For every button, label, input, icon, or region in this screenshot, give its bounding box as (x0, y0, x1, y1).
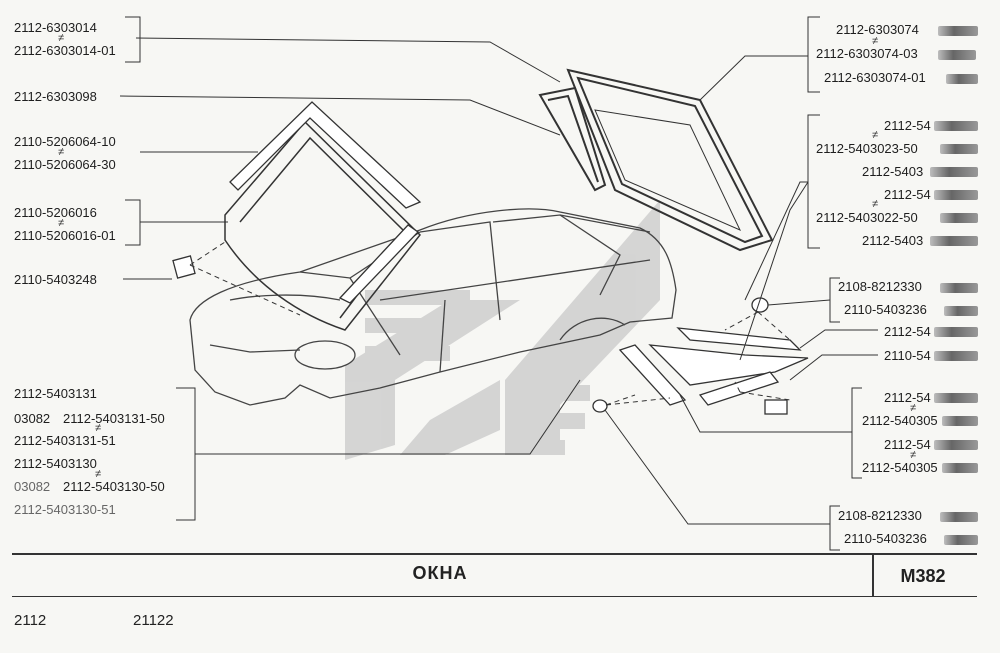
group-label-row-2-prefix: 03082 (14, 411, 51, 426)
model-label-1: 2112 (14, 612, 47, 629)
not-equal-mark: ≠ (58, 217, 65, 229)
group-label-row-5: 2112-5403130-50 (63, 479, 165, 494)
windshield-label-2: 2110-5206016-01 (14, 228, 116, 243)
group-label-row-2: 2112-5403131-50 (63, 411, 165, 426)
not-equal-mark: ≠ (910, 402, 917, 414)
obscured-text (938, 50, 976, 60)
rear-window-label-1: 2112-6303074 (836, 22, 919, 37)
page-title: ОКНА (412, 563, 468, 583)
clip-label: 2110-5403248 (14, 272, 97, 287)
obscured-text (930, 236, 978, 246)
obscured-text (944, 306, 978, 316)
obscured-text (940, 283, 978, 293)
group-a-label-5: 2112-5403022-50 (816, 210, 918, 225)
side-part-label-1: 2112-54 (884, 324, 931, 339)
rear-glass-seal-label-1: 2112-6303014 (14, 20, 97, 35)
group-b-label-4: 2112-540305 (862, 460, 938, 475)
footer-bottom-rule (12, 596, 977, 597)
page-code: M382 (900, 566, 946, 586)
parts-diagram (119, 16, 878, 551)
group-a-label-4: 2112-54 (884, 187, 931, 202)
rear-window-label-2: 2112-6303074-03 (816, 46, 918, 61)
rear-glass-seal-label-2: 2112-6303014-01 (14, 43, 116, 58)
not-equal-mark: ≠ (95, 422, 102, 434)
model-label-2: 21122 (133, 612, 174, 629)
seal-frame-label: 2112-6303098 (14, 89, 97, 104)
not-equal-mark: ≠ (872, 129, 879, 141)
group-b-label-3: 2112-54 (884, 437, 931, 452)
obscured-text (944, 535, 978, 545)
leader-lines (119, 37, 878, 525)
pillar-strip (338, 224, 419, 304)
obscured-text (940, 144, 978, 154)
windshield-seal-label-1: 2110-5206064-10 (14, 134, 116, 149)
group-label-row-3: 2112-5403131-51 (14, 433, 116, 448)
not-equal-mark: ≠ (95, 468, 102, 480)
group-label-row-1: 2112-5403131 (14, 386, 97, 401)
fastener-1-label-2: 2110-5403236 (844, 302, 927, 317)
group-label-row-6: 2112-5403130-51 (14, 502, 116, 517)
fastener-2-label-1: 2108-8212330 (838, 508, 922, 523)
group-b-label-1: 2112-54 (884, 390, 931, 405)
not-equal-mark: ≠ (58, 32, 65, 44)
group-b-label-2: 2112-540305 (862, 413, 938, 428)
obscured-text (938, 26, 978, 36)
obscured-text (934, 351, 978, 361)
not-equal-mark: ≠ (872, 35, 879, 47)
fitment-dashes (189, 241, 791, 406)
rear-window-label-3: 2112-6303074-01 (824, 70, 926, 85)
fastener-1-label-1: 2108-8212330 (838, 279, 922, 294)
not-equal-mark: ≠ (58, 146, 65, 158)
windshield-seal (229, 101, 422, 209)
group-label-row-5-prefix: 03082 (14, 479, 51, 494)
obscured-text (946, 74, 978, 84)
footer-top-rule (12, 553, 977, 555)
group-a-label-1: 2112-54 (884, 118, 931, 133)
not-equal-mark: ≠ (910, 449, 917, 461)
windshield-label-1: 2110-5206016 (14, 205, 97, 220)
obscured-text (942, 463, 978, 473)
obscured-text (942, 416, 978, 426)
group-a-label-2: 2112-5403023-50 (816, 141, 918, 156)
side-window-parts (172, 255, 809, 415)
side-part-label-2: 2110-54 (884, 348, 931, 363)
car-body (189, 208, 677, 406)
obscured-text (930, 167, 978, 177)
obscured-text (934, 121, 978, 131)
obscured-text (934, 190, 978, 200)
footer-divider (872, 553, 874, 597)
not-equal-mark: ≠ (872, 198, 879, 210)
windshield-seal-label-2: 2110-5206064-30 (14, 157, 116, 172)
obscured-text (934, 327, 978, 337)
obscured-text (934, 440, 978, 450)
group-a-label-3: 2112-5403 (862, 164, 924, 179)
group-label-row-4: 2112-5403130 (14, 456, 97, 471)
fastener-2-label-2: 2110-5403236 (844, 531, 927, 546)
obscured-text (940, 512, 978, 522)
group-a-label-6: 2112-5403 (862, 233, 924, 248)
obscured-text (934, 393, 978, 403)
obscured-text (940, 213, 978, 223)
rear-window-frames (538, 68, 774, 252)
brackets (125, 16, 862, 551)
